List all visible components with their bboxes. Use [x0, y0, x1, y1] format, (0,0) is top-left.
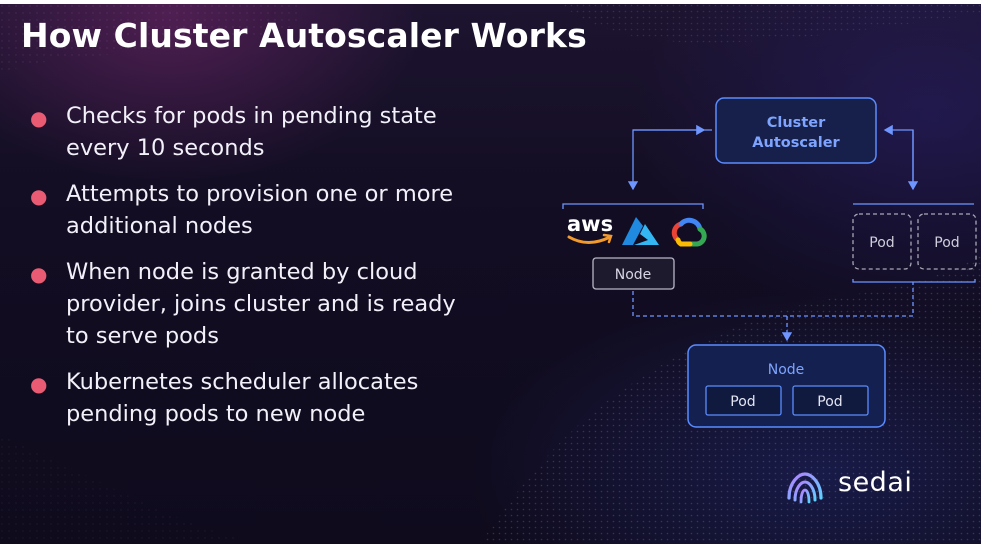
bullet-dot-icon: ●: [30, 262, 48, 286]
bullet-line: Checks for pods in pending state: [66, 103, 437, 129]
new-node-label: Node: [768, 362, 805, 378]
bullet-line: additional nodes: [66, 213, 253, 239]
new-node-pod-label: Pod: [730, 394, 755, 410]
bullet-line: to serve pods: [66, 323, 219, 349]
bullet-dot-icon: ●: [30, 372, 48, 396]
pending-pod-label: Pod: [869, 235, 894, 251]
sedai-logo-icon: [787, 472, 823, 504]
bullet-line: When node is granted by cloud: [66, 259, 418, 285]
cluster-autoscaler-box: [715, 97, 877, 164]
bullet-line: pending pods to new node: [66, 401, 366, 427]
bullet-dot-icon: ●: [30, 106, 48, 130]
bullet-line: Kubernetes scheduler allocates: [66, 369, 419, 395]
new-node-pod-box: [792, 385, 869, 416]
provider-node-box: [592, 257, 675, 290]
bullet-item: ● Kubernetes scheduler allocates pending…: [30, 366, 500, 430]
autoscaler-diagram: Cluster Autoscaler aws Node Pod Pod Node: [562, 97, 977, 428]
slide-title: How Cluster Autoscaler Works: [21, 16, 587, 55]
aws-icon: aws: [567, 212, 613, 244]
bullet-dot-icon: ●: [30, 184, 48, 208]
pending-pod-box: [852, 213, 912, 270]
provider-node-label: Node: [615, 267, 652, 283]
bullet-line: every 10 seconds: [66, 135, 265, 161]
cluster-autoscaler-label: Cluster: [767, 115, 826, 131]
bullet-line: Attempts to provision one or more: [66, 181, 454, 207]
bullet-item: ● Checks for pods in pending state every…: [30, 100, 500, 164]
pending-pod-box: [917, 213, 977, 270]
aws-label: aws: [567, 212, 613, 236]
bullet-list: ● Checks for pods in pending state every…: [30, 100, 500, 444]
bullet-item: ● Attempts to provision one or more addi…: [30, 178, 500, 242]
cluster-autoscaler-label: Autoscaler: [752, 135, 840, 151]
new-node-pod-box: [705, 385, 782, 416]
slide: How Cluster Autoscaler Works ● Checks fo…: [0, 4, 981, 544]
bullet-item: ● When node is granted by cloud provider…: [30, 256, 500, 352]
new-node-pod-label: Pod: [817, 394, 842, 410]
connector-lines: [562, 124, 976, 342]
brand-name: sedai: [838, 467, 913, 498]
google-cloud-icon: [671, 217, 707, 247]
pending-pod-label: Pod: [934, 235, 959, 251]
bullet-line: provider, joins cluster and is ready: [66, 291, 456, 317]
azure-icon: [622, 217, 659, 245]
